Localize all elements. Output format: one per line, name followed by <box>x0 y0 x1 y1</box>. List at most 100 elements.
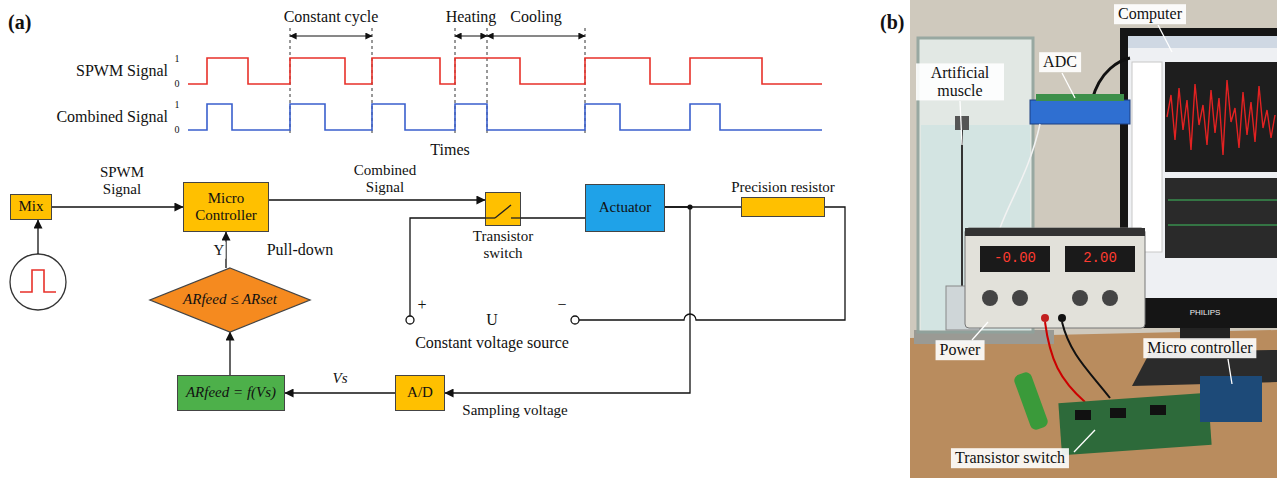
node-label: ARfeed = f(Vs) <box>186 384 276 401</box>
logic-level: 1 <box>175 99 180 110</box>
trace-line <box>1168 225 1277 226</box>
power-supply <box>965 228 1145 328</box>
photo-callout: ADC <box>1039 52 1081 72</box>
decision-diamond: ARfeed ≤ ARset <box>150 268 310 332</box>
node-label: Transistor switch <box>463 228 543 263</box>
cycle-markers <box>290 28 585 135</box>
signal-arrow <box>269 199 485 200</box>
terminal <box>406 316 414 324</box>
display-window <box>980 246 1050 272</box>
adc-block <box>1030 100 1130 124</box>
node-label: ARfeed ≤ ARset <box>183 291 277 308</box>
brand-mark: PHILIPS <box>1190 309 1221 318</box>
switch-symbol <box>485 192 521 226</box>
lead-wire <box>1062 322 1110 398</box>
adc-cable <box>1092 58 1130 100</box>
signal-arrow <box>225 232 226 268</box>
display-readout: -0.00 <box>994 251 1036 266</box>
switch-box: Transistor switch <box>485 192 521 226</box>
node-label: A/D <box>407 384 433 401</box>
logic-level: 0 <box>175 124 180 135</box>
signal-note: Pull-down <box>267 241 334 259</box>
combined-waveform <box>188 104 822 130</box>
leader-line <box>1158 25 1172 52</box>
node-label: Micro Controller <box>190 190 262 225</box>
output-terminal <box>1041 314 1049 322</box>
signal-arrow <box>229 332 230 375</box>
actuator-box: Actuator <box>585 184 665 232</box>
node-label: Mix <box>18 198 43 215</box>
photo-callout: Micro controller <box>1143 338 1256 358</box>
dimension-arrow <box>487 36 585 37</box>
terminal <box>571 316 579 324</box>
edge-label: Vs <box>332 370 349 387</box>
window-toolbar <box>1128 36 1277 48</box>
leader-line <box>960 101 962 145</box>
panel-letter: (a) <box>8 11 31 33</box>
supply-top <box>965 228 1145 236</box>
edge-label: Combined Signal <box>344 162 426 195</box>
chip <box>1075 410 1091 420</box>
monitor-screen <box>1128 36 1277 298</box>
axis-label: Times <box>430 141 469 159</box>
setup-photo <box>910 0 1277 478</box>
edge-label: Sampling voltage <box>461 402 568 419</box>
adc-terminals <box>1036 94 1124 101</box>
leader-line <box>972 322 988 340</box>
battery <box>1013 371 1050 432</box>
timing-annotation: Heating <box>446 8 497 26</box>
function-box: ARfeed = f(Vs) <box>177 375 285 411</box>
source-arrow <box>37 220 38 254</box>
source-label: Constant voltage source <box>415 334 569 352</box>
signal-arrow <box>52 206 183 207</box>
voltage-symbol: U <box>486 311 498 329</box>
sense-wire <box>1000 124 1040 228</box>
signal-arrow <box>521 217 585 218</box>
terminal-sign: + <box>417 296 426 314</box>
signal-name: Combined Signal <box>56 108 168 126</box>
signal-trace <box>1167 80 1275 155</box>
timing-annotation: Cooling <box>510 8 562 26</box>
photo-callout: Computer <box>1114 4 1186 24</box>
photo-callout: Transistor switch <box>951 448 1069 468</box>
node-label: Actuator <box>599 199 651 216</box>
converter-box: A/D <box>395 375 445 411</box>
edge-label: Y <box>213 242 226 259</box>
switch-blade <box>495 205 511 218</box>
switch-contact <box>485 217 495 218</box>
plot-area <box>1165 62 1277 172</box>
pulse-symbol <box>20 270 56 292</box>
knob <box>1102 290 1118 306</box>
lower-plot <box>1165 178 1277 258</box>
desk <box>910 330 1277 478</box>
pulse-source <box>10 220 66 310</box>
switch-contact <box>511 217 521 218</box>
panel-letter: (b) <box>880 11 904 33</box>
dimension-arrow <box>455 36 487 37</box>
clamp <box>955 116 969 130</box>
knob <box>1012 290 1028 306</box>
signal-arrow <box>445 207 690 393</box>
node-label: Precision resistor <box>731 179 835 196</box>
display-window <box>1065 246 1135 272</box>
signal-name: SPWM Signal <box>76 62 168 80</box>
controller-box: Micro Controller <box>183 182 269 232</box>
timing-annotation: Constant cycle <box>284 8 379 26</box>
knob <box>1072 290 1088 306</box>
photo-callout: Power <box>936 340 985 360</box>
resistor-box: Precision resistor <box>741 197 825 217</box>
logic-level: 0 <box>175 78 180 89</box>
side-panel <box>1132 62 1162 252</box>
edge-label: SPWM Signal <box>91 164 153 197</box>
terminal-sign: − <box>557 296 566 314</box>
display-readout: 2.00 <box>1083 251 1117 266</box>
timing-diagram <box>188 28 822 135</box>
logic-level: 1 <box>175 53 180 64</box>
chip <box>1150 405 1166 415</box>
process-box: Mix <box>10 194 52 219</box>
leader-line <box>1062 73 1075 98</box>
muscle-fiber <box>961 130 963 286</box>
chip <box>1110 408 1126 418</box>
